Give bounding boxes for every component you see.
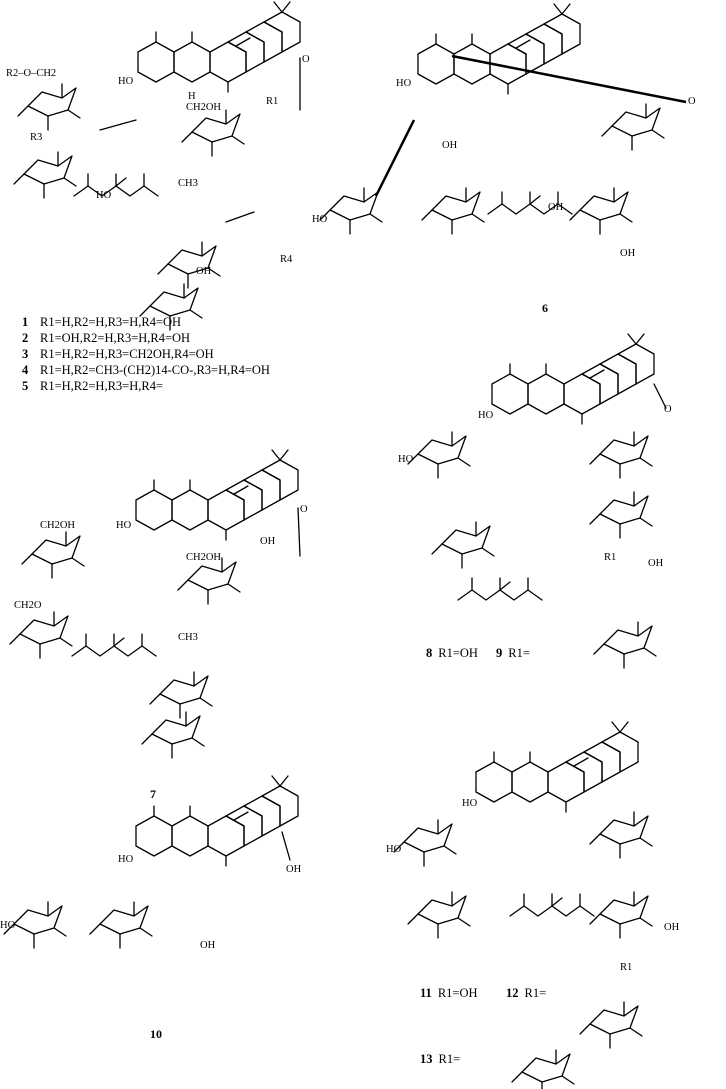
oh-label: HO [116, 520, 132, 531]
cooh-label: OH [286, 864, 302, 875]
h-label: H [188, 91, 196, 102]
ch3-label: CH3 [178, 178, 198, 189]
carbonyl-label: O [300, 504, 308, 515]
compound-number: 6 [542, 301, 548, 315]
oh-label: OH [548, 202, 564, 213]
oh-label: HO [118, 76, 134, 87]
r1-label: R1 [604, 552, 616, 563]
r1-label: R1 [266, 96, 278, 107]
structure-compound-11-13: HO HO R1 OH [386, 721, 680, 1089]
structure-compound-1-5: R2–O–CH2 HO R3 CH2OH H R1 O CH3 R4 HO OH [6, 1, 310, 331]
r2-label: R2–O–CH2 [6, 68, 56, 79]
compound-number: 7 [150, 787, 156, 801]
carbonyl-label: O [664, 404, 672, 415]
oh-label: HO [462, 798, 478, 809]
ch2oh-label: CH2OH [186, 552, 221, 563]
carbonyl-label: O [302, 54, 310, 65]
oh-label: OH [664, 922, 680, 933]
structure-compound-10: HO OH HO OH 10 [0, 775, 302, 1041]
oh-label: OH [442, 140, 458, 151]
oh-label: HO [96, 190, 112, 201]
oh-label: HO [396, 78, 412, 89]
ch2o-label: CH2O [14, 600, 42, 611]
structure-compound-8-9: HO HO O R1 OH [398, 333, 672, 669]
structure-compound-6: HO OH O OH HO OH 6 [312, 3, 696, 315]
oh-label: OH [648, 558, 664, 569]
r1-label: R1 [620, 962, 632, 973]
carbonyl-label: O [688, 96, 696, 107]
oh-label: HO [398, 454, 414, 465]
ch2oh-label: CH2OH [40, 520, 75, 531]
oh-label: HO [0, 920, 16, 931]
ch2oh-label: CH2OH [186, 102, 221, 113]
r4-label: R4 [280, 254, 293, 265]
ch3-label: CH3 [178, 632, 198, 643]
compound-number: 10 [150, 1027, 162, 1041]
oh-label: HO [478, 410, 494, 421]
oh-label: OH [196, 266, 212, 277]
oh-label: OH [620, 248, 636, 259]
oh-label: HO [312, 214, 328, 225]
structure-compound-7: CH2OH HO CH2O CH2OH O OH CH3 7 [9, 449, 308, 801]
oh-label: OH [260, 536, 276, 547]
oh-label: OH [200, 940, 216, 951]
r3-label: R3 [30, 132, 42, 143]
oh-label: HO [386, 844, 402, 855]
oh-label: HO [118, 854, 134, 865]
